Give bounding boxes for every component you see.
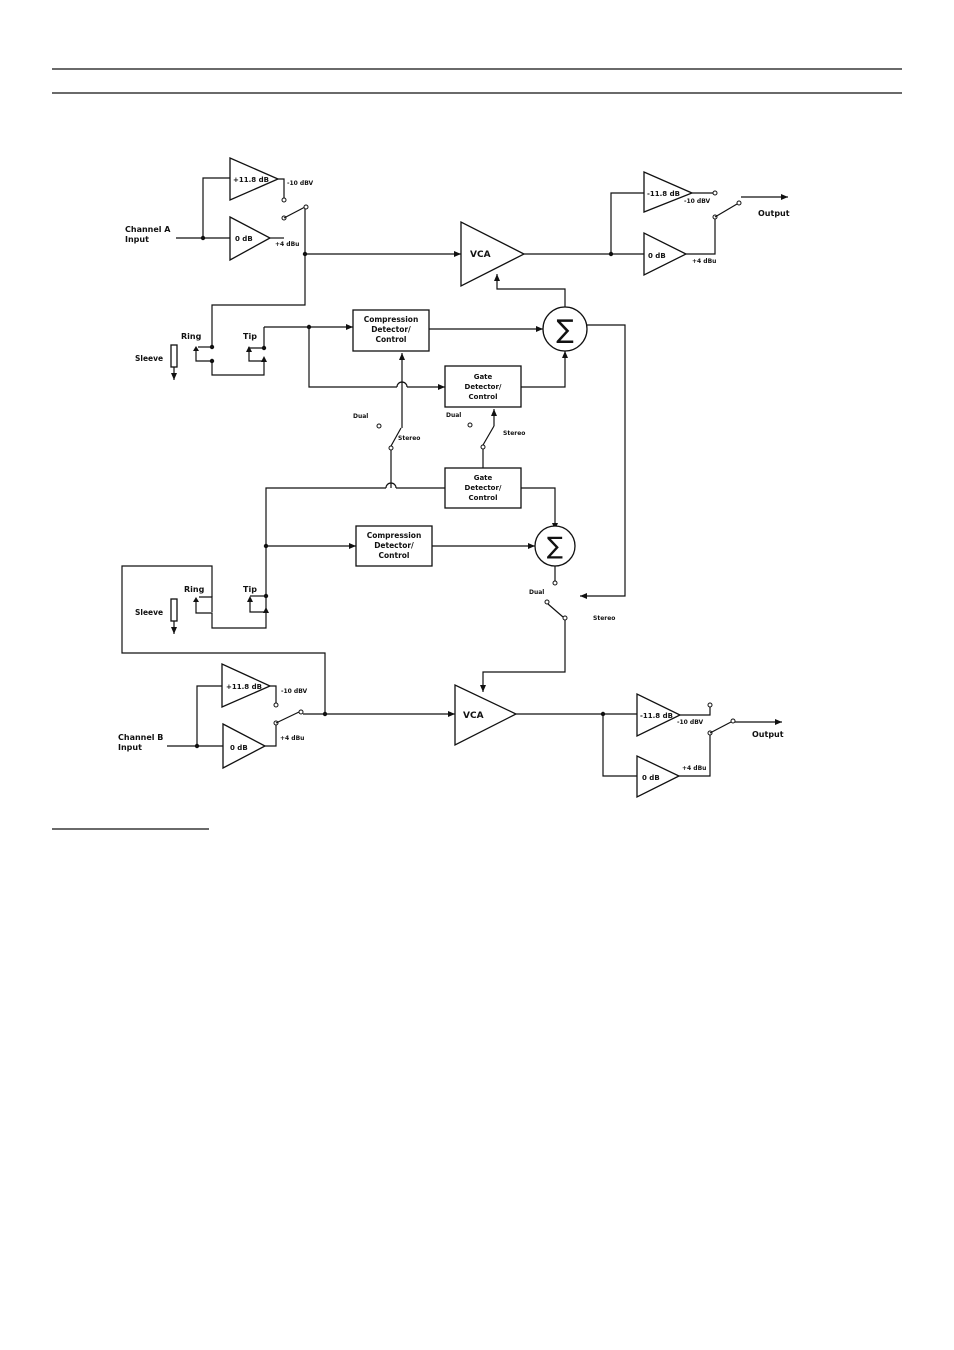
channel-b-in-plus4-label: +4 dBu bbox=[280, 735, 304, 742]
switch-3-dual-label: Dual bbox=[529, 589, 544, 596]
channel-b-tip-label: Tip bbox=[243, 585, 257, 594]
channel-a-compression-label-2: Detector/ bbox=[371, 325, 411, 334]
channel-b-compression-label-2: Detector/ bbox=[374, 541, 414, 550]
channel-b-sleeve-jack bbox=[170, 598, 178, 622]
channel-b-out-minus10-label: -10 dBV bbox=[677, 719, 704, 726]
channel-a-in-minus10-label: -10 dBV bbox=[287, 180, 314, 187]
channel-a-summer-symbol: ∑ bbox=[556, 315, 574, 345]
channel-b-sleeve-label: Sleeve bbox=[135, 608, 163, 617]
channel-b-gate-label-2: Detector/ bbox=[465, 484, 502, 492]
channel-a-in-11-8db-label: +11.8 dB bbox=[233, 176, 269, 184]
channel-a-output-amp-11-8db bbox=[643, 171, 694, 213]
channel-a-gate-label-1: Gate bbox=[474, 373, 493, 381]
channel-b-out-0db-label: 0 dB bbox=[642, 774, 660, 782]
channel-b-in-minus10-label: -10 dBV bbox=[281, 688, 308, 695]
channel-a-out-11-8db-label: -11.8 dB bbox=[647, 190, 680, 198]
switch-1-dual-label: Dual bbox=[353, 413, 368, 420]
channel-a-input-label-2: Input bbox=[125, 235, 149, 244]
channel-a-compression-label-3: Control bbox=[375, 335, 406, 344]
channel-a-out-plus4-label: +4 dBu bbox=[692, 258, 716, 265]
channel-b-output-amp-0db bbox=[636, 754, 681, 799]
channel-a-level-switch bbox=[283, 206, 306, 219]
channel-a-out-minus10-label: -10 dBV bbox=[684, 198, 711, 205]
switch-3-stereo-label: Stereo bbox=[593, 615, 615, 622]
channel-b-input-amp-0db bbox=[222, 722, 267, 770]
channel-b-output-label: Output bbox=[752, 730, 784, 739]
channel-b-vca bbox=[454, 683, 518, 747]
channel-a-output-label: Output bbox=[758, 209, 790, 218]
channel-b-input-amp-11-8db bbox=[221, 662, 272, 708]
switch-2-stereo-label: Stereo bbox=[503, 430, 525, 437]
channel-b-compression-label-1: Compression bbox=[367, 531, 422, 540]
switch-1-stereo-label: Stereo bbox=[398, 435, 420, 442]
channel-a-out-0db-label: 0 dB bbox=[648, 252, 666, 260]
channel-a-compression-label-1: Compression bbox=[364, 315, 419, 324]
channel-b-in-11-8db-label: +11.8 dB bbox=[226, 683, 262, 691]
channel-a-output-switch bbox=[714, 203, 738, 218]
channel-b-input-label-2: Input bbox=[118, 743, 142, 752]
channel-a-tip-label: Tip bbox=[243, 332, 257, 341]
channel-b-out-11-8db-label: -11.8 dB bbox=[640, 712, 673, 720]
channel-b-vca-label: VCA bbox=[463, 711, 484, 721]
channel-a-gate-label-2: Detector/ bbox=[465, 383, 502, 391]
channel-b-compression-label-3: Control bbox=[378, 551, 409, 560]
channel-a-ring-label: Ring bbox=[181, 332, 202, 341]
dual-stereo-switches bbox=[376, 353, 497, 488]
channel-a-path bbox=[170, 157, 788, 390]
channel-a-gate-label-3: Control bbox=[469, 393, 498, 401]
channel-a-input-amp-0db bbox=[229, 215, 272, 262]
channel-b-in-0db-label: 0 dB bbox=[230, 744, 248, 752]
channel-a-sleeve-label: Sleeve bbox=[135, 354, 163, 363]
channel-b-level-switch bbox=[275, 711, 300, 724]
channel-b-ring-label: Ring bbox=[184, 585, 205, 594]
channel-a-in-plus4-label: +4 dBu bbox=[275, 241, 299, 248]
channel-b-summer-symbol: ∑ bbox=[547, 532, 563, 560]
channel-b-output-amp-11-8db bbox=[636, 692, 682, 738]
channel-b-path bbox=[121, 482, 782, 799]
channel-a-input-amp-11-8db bbox=[229, 157, 280, 201]
channel-b-out-plus4-label: +4 dBu bbox=[682, 765, 706, 772]
switch-2-dual-label: Dual bbox=[446, 412, 461, 419]
channel-b-gate-label-3: Control bbox=[469, 494, 498, 502]
channel-a-sleeve-jack bbox=[170, 344, 178, 368]
channel-a-in-0db-label: 0 dB bbox=[235, 235, 253, 243]
channel-a-output-amp-0db bbox=[643, 231, 688, 277]
channel-a-input-label: Channel A bbox=[125, 225, 171, 234]
channel-b-gate-label-1: Gate bbox=[474, 474, 493, 482]
channel-a-vca-label: VCA bbox=[470, 250, 491, 260]
channel-a-vca bbox=[460, 220, 526, 288]
channel-b-output-switch bbox=[709, 721, 732, 734]
channel-a-compression-detector bbox=[352, 309, 430, 352]
channel-b-input-label: Channel B bbox=[118, 733, 163, 742]
